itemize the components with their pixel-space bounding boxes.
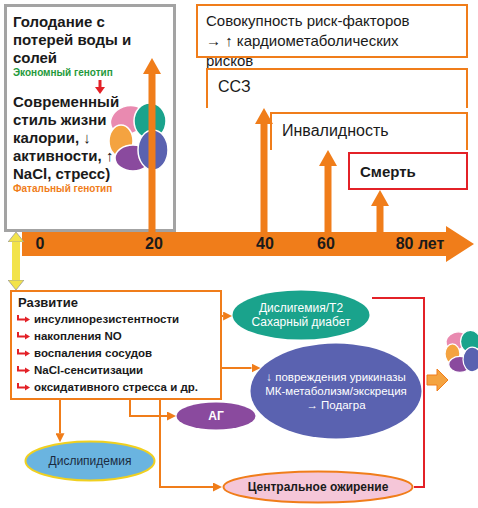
connector-arrow xyxy=(160,400,213,487)
axis-label: 60 xyxy=(317,232,335,256)
block-arrow xyxy=(427,369,448,391)
outcome-ellipse: ↓ повреждения урикиназы МК-метаболизм/эк… xyxy=(250,343,422,439)
bullet-arrow xyxy=(18,383,25,388)
box-text: Голодание с потерей воды и солей xyxy=(13,13,163,67)
axis-label: 80 лет xyxy=(396,232,445,256)
bullet-arrow xyxy=(18,315,25,320)
ellipse-shape xyxy=(233,291,370,340)
ellipse-shape xyxy=(251,344,422,439)
ellipse-shape xyxy=(177,403,256,430)
bullet-head xyxy=(25,368,30,374)
ellipse-label: Дислипидемия xyxy=(49,454,132,468)
box-text: Развитие xyxy=(18,294,214,311)
bullet-heads xyxy=(25,317,30,391)
red-bracket xyxy=(372,298,424,487)
box-text: оксидативного стресса и др. xyxy=(18,379,214,396)
ellipse-label-holder: ↓ повреждения урикиназы МК-метаболизм/эк… xyxy=(250,343,422,439)
ellipse-shape xyxy=(224,472,413,503)
outcome-ellipse: Дислипидемия xyxy=(24,440,156,482)
connector-arrow xyxy=(222,367,252,369)
genotype-arrow-head xyxy=(95,87,105,94)
connector-arrow xyxy=(325,166,332,232)
ellipse-label: Центральное ожирение xyxy=(248,480,389,494)
box-text: Фатальный генотип xyxy=(13,183,167,195)
timeline-arrow: 0 20 40 60 80 лет xyxy=(22,226,474,262)
connector-arrow xyxy=(377,206,384,232)
bullet-head xyxy=(25,334,30,340)
box-text: Совокупность риск-факторов → ↑ кардиомет… xyxy=(206,11,428,71)
connector-arrow xyxy=(12,242,20,280)
death-box: Смерть xyxy=(348,152,468,190)
connector-arrow xyxy=(130,400,167,416)
bullet-arrow xyxy=(18,332,25,337)
stage-box: Инвалидность xyxy=(270,112,468,150)
development-box: Развитиеинсулинорезистентностинакопления… xyxy=(10,290,222,400)
bullet-head xyxy=(25,385,30,391)
box-text: ССЗ xyxy=(218,77,456,97)
cluster-icon xyxy=(443,329,478,373)
ellipse-label-holder: АГ xyxy=(176,402,256,430)
ellipse-shape xyxy=(26,442,155,481)
box-text: накопления NO xyxy=(18,328,214,345)
box-text: Инвалидность xyxy=(282,121,456,141)
risk-box: Совокупность риск-факторов → ↑ кардиомет… xyxy=(196,4,468,58)
cluster-oval xyxy=(138,130,168,170)
ellipse-label-holder: Дислипидемия xyxy=(24,440,156,482)
ellipse-label-holder: Центральное ожирение xyxy=(222,470,414,504)
connector-arrow xyxy=(59,400,61,433)
axis-label: 0 xyxy=(36,232,45,256)
cluster-icon xyxy=(106,101,168,171)
outcome-ellipse: АГ xyxy=(176,402,256,430)
stage-box: ССЗ xyxy=(206,68,468,108)
ellipse-label: АГ xyxy=(208,409,223,423)
connector-arrow xyxy=(149,74,156,232)
axis-label: 20 xyxy=(145,232,163,256)
connector-arrow xyxy=(261,124,268,232)
bullet-head xyxy=(25,351,30,357)
ellipse-label: ↓ повреждения урикиназы МК-метаболизм/эк… xyxy=(261,370,411,412)
ellipse-label: Дислигемия/Т2 Сахарный диабет xyxy=(247,301,355,329)
box-text: Современный стиль жизни (↑ калории, ↓ ак… xyxy=(13,93,125,183)
box-text: Смерть xyxy=(360,162,456,182)
box-text: воспаления сосудов xyxy=(18,345,214,362)
bullet-head xyxy=(25,317,30,323)
timeline-band xyxy=(22,226,474,262)
genotype-arrow xyxy=(99,80,102,88)
connector-arrow xyxy=(222,315,223,317)
box-text: инсулинорезистентности xyxy=(18,311,214,328)
ellipse-label-holder: Дислигемия/Т2 Сахарный диабет xyxy=(232,290,370,340)
axis-label: 40 xyxy=(256,232,274,256)
bullet-arrow xyxy=(18,349,25,354)
cluster-oval xyxy=(463,347,478,372)
box-text: Экономный генотип xyxy=(13,67,167,79)
box-text: NaCl-сенситизации xyxy=(18,362,214,379)
outcome-ellipse: Дислигемия/Т2 Сахарный диабет xyxy=(232,290,370,340)
outcome-ellipse: Центральное ожирение xyxy=(222,470,414,504)
bullet-arrow xyxy=(18,366,25,371)
bullet-arrows xyxy=(18,315,25,388)
